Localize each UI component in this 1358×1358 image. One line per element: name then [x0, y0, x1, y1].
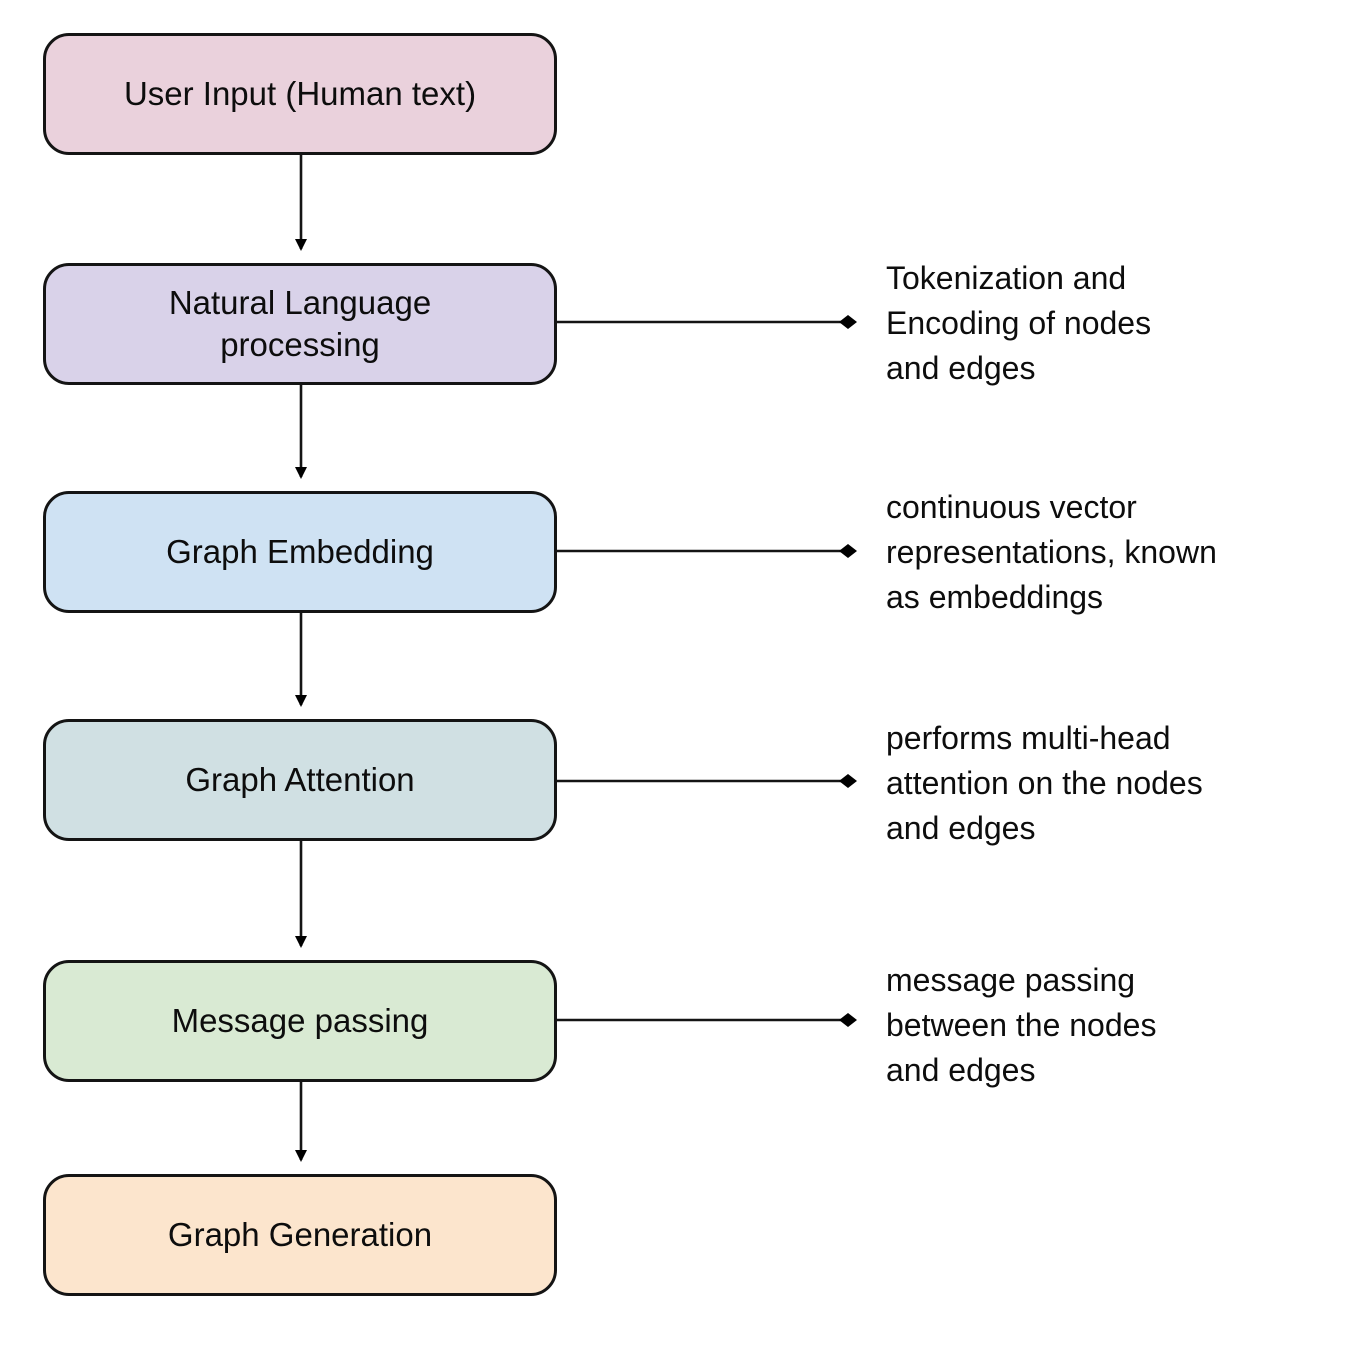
node-natural-language-processing: Natural Language processing — [43, 263, 557, 385]
node-graph-embedding-label: Graph Embedding — [166, 533, 434, 570]
node-graph-attention-label: Graph Attention — [185, 761, 415, 798]
annotation-multi-head-attention: performs multi-head attention on the nod… — [886, 720, 1203, 846]
node-message-passing-label: Message passing — [171, 1002, 429, 1039]
node-user-input-label: User Input (Human text) — [123, 75, 477, 112]
annotation-message-passing: message passing between the nodes and ed… — [886, 962, 1157, 1088]
node-graph-embedding: Graph Embedding — [43, 491, 557, 613]
node-natural-language-processing-label: Natural Language processing — [168, 284, 432, 363]
node-graph-generation-label: Graph Generation — [167, 1216, 433, 1253]
annotation-embeddings: continuous vector representations, known… — [886, 489, 1217, 615]
node-user-input: User Input (Human text) — [43, 33, 557, 155]
node-graph-attention: Graph Attention — [43, 719, 557, 841]
node-graph-generation: Graph Generation — [43, 1174, 557, 1296]
node-message-passing: Message passing — [43, 960, 557, 1082]
annotation-tokenization: Tokenization and Encoding of nodes and e… — [886, 260, 1152, 386]
